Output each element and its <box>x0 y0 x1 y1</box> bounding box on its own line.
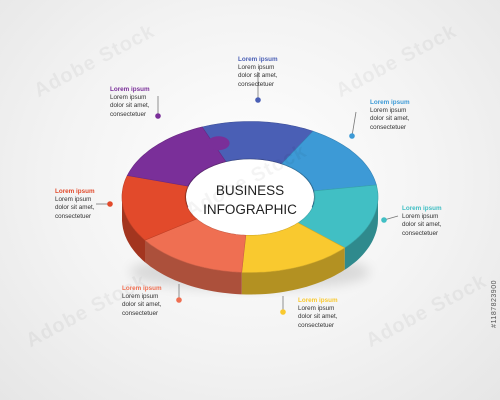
segment-wall-salmon <box>145 240 242 295</box>
label-body: Lorem ipsum dolor sit amet, consectetuer <box>55 196 95 220</box>
connector-dot <box>381 217 387 223</box>
label-sky: Lorem ipsum Lorem ipsum dolor sit amet, … <box>370 99 460 132</box>
connector-dot <box>255 97 261 103</box>
label-body: Lorem ipsum dolor sit amet, consectetuer <box>110 94 150 118</box>
label-salmon: Lorem ipsum Lorem ipsum dolor sit amet, … <box>122 285 212 318</box>
connector-dot <box>280 309 286 315</box>
label-yellow: Lorem ipsum Lorem ipsum dolor sit amet, … <box>298 297 388 330</box>
label-title: Lorem ipsum <box>238 56 278 63</box>
segment-purple <box>126 126 227 187</box>
segment-wall-yellow <box>241 247 345 295</box>
center-title-line1: BUSINESS <box>215 183 285 198</box>
connector-dot <box>176 297 182 303</box>
puzzle-knob-purple <box>207 136 230 151</box>
label-title: Lorem ipsum <box>370 99 410 106</box>
label-title: Lorem ipsum <box>402 205 442 212</box>
ring-center <box>186 159 314 235</box>
center-title-line2: INFOGRAPHIC <box>203 202 297 217</box>
connector-line <box>351 111 357 137</box>
label-blue: Lorem ipsum Lorem ipsum dolor sit amet, … <box>238 56 328 89</box>
connector-dot <box>107 201 113 207</box>
ring-tops <box>121 121 379 273</box>
label-teal: Lorem ipsum Lorem ipsum dolor sit amet, … <box>402 205 492 238</box>
label-title: Lorem ipsum <box>55 188 95 195</box>
connector-dot <box>349 133 355 139</box>
segment-wall-teal <box>344 197 378 270</box>
label-title: Lorem ipsum <box>110 86 150 93</box>
label-body: Lorem ipsum dolor sit amet, consectetuer <box>298 305 338 329</box>
label-red: Lorem ipsum Lorem ipsum dolor sit amet, … <box>55 188 145 221</box>
label-body: Lorem ipsum dolor sit amet, consectetuer <box>370 107 410 131</box>
label-title: Lorem ipsum <box>122 285 162 292</box>
segment-wall-red <box>122 197 145 263</box>
stock-id: #1187823900 <box>491 280 498 328</box>
label-purple: Lorem ipsum Lorem ipsum dolor sit amet, … <box>110 86 200 119</box>
label-body: Lorem ipsum dolor sit amet, consectetuer <box>238 64 278 88</box>
connector-dot <box>155 113 161 119</box>
connectors <box>96 72 399 315</box>
label-body: Lorem ipsum dolor sit amet, consectetuer <box>122 293 162 317</box>
label-title: Lorem ipsum <box>298 297 338 304</box>
label-body: Lorem ipsum dolor sit amet, consectetuer <box>402 213 442 237</box>
